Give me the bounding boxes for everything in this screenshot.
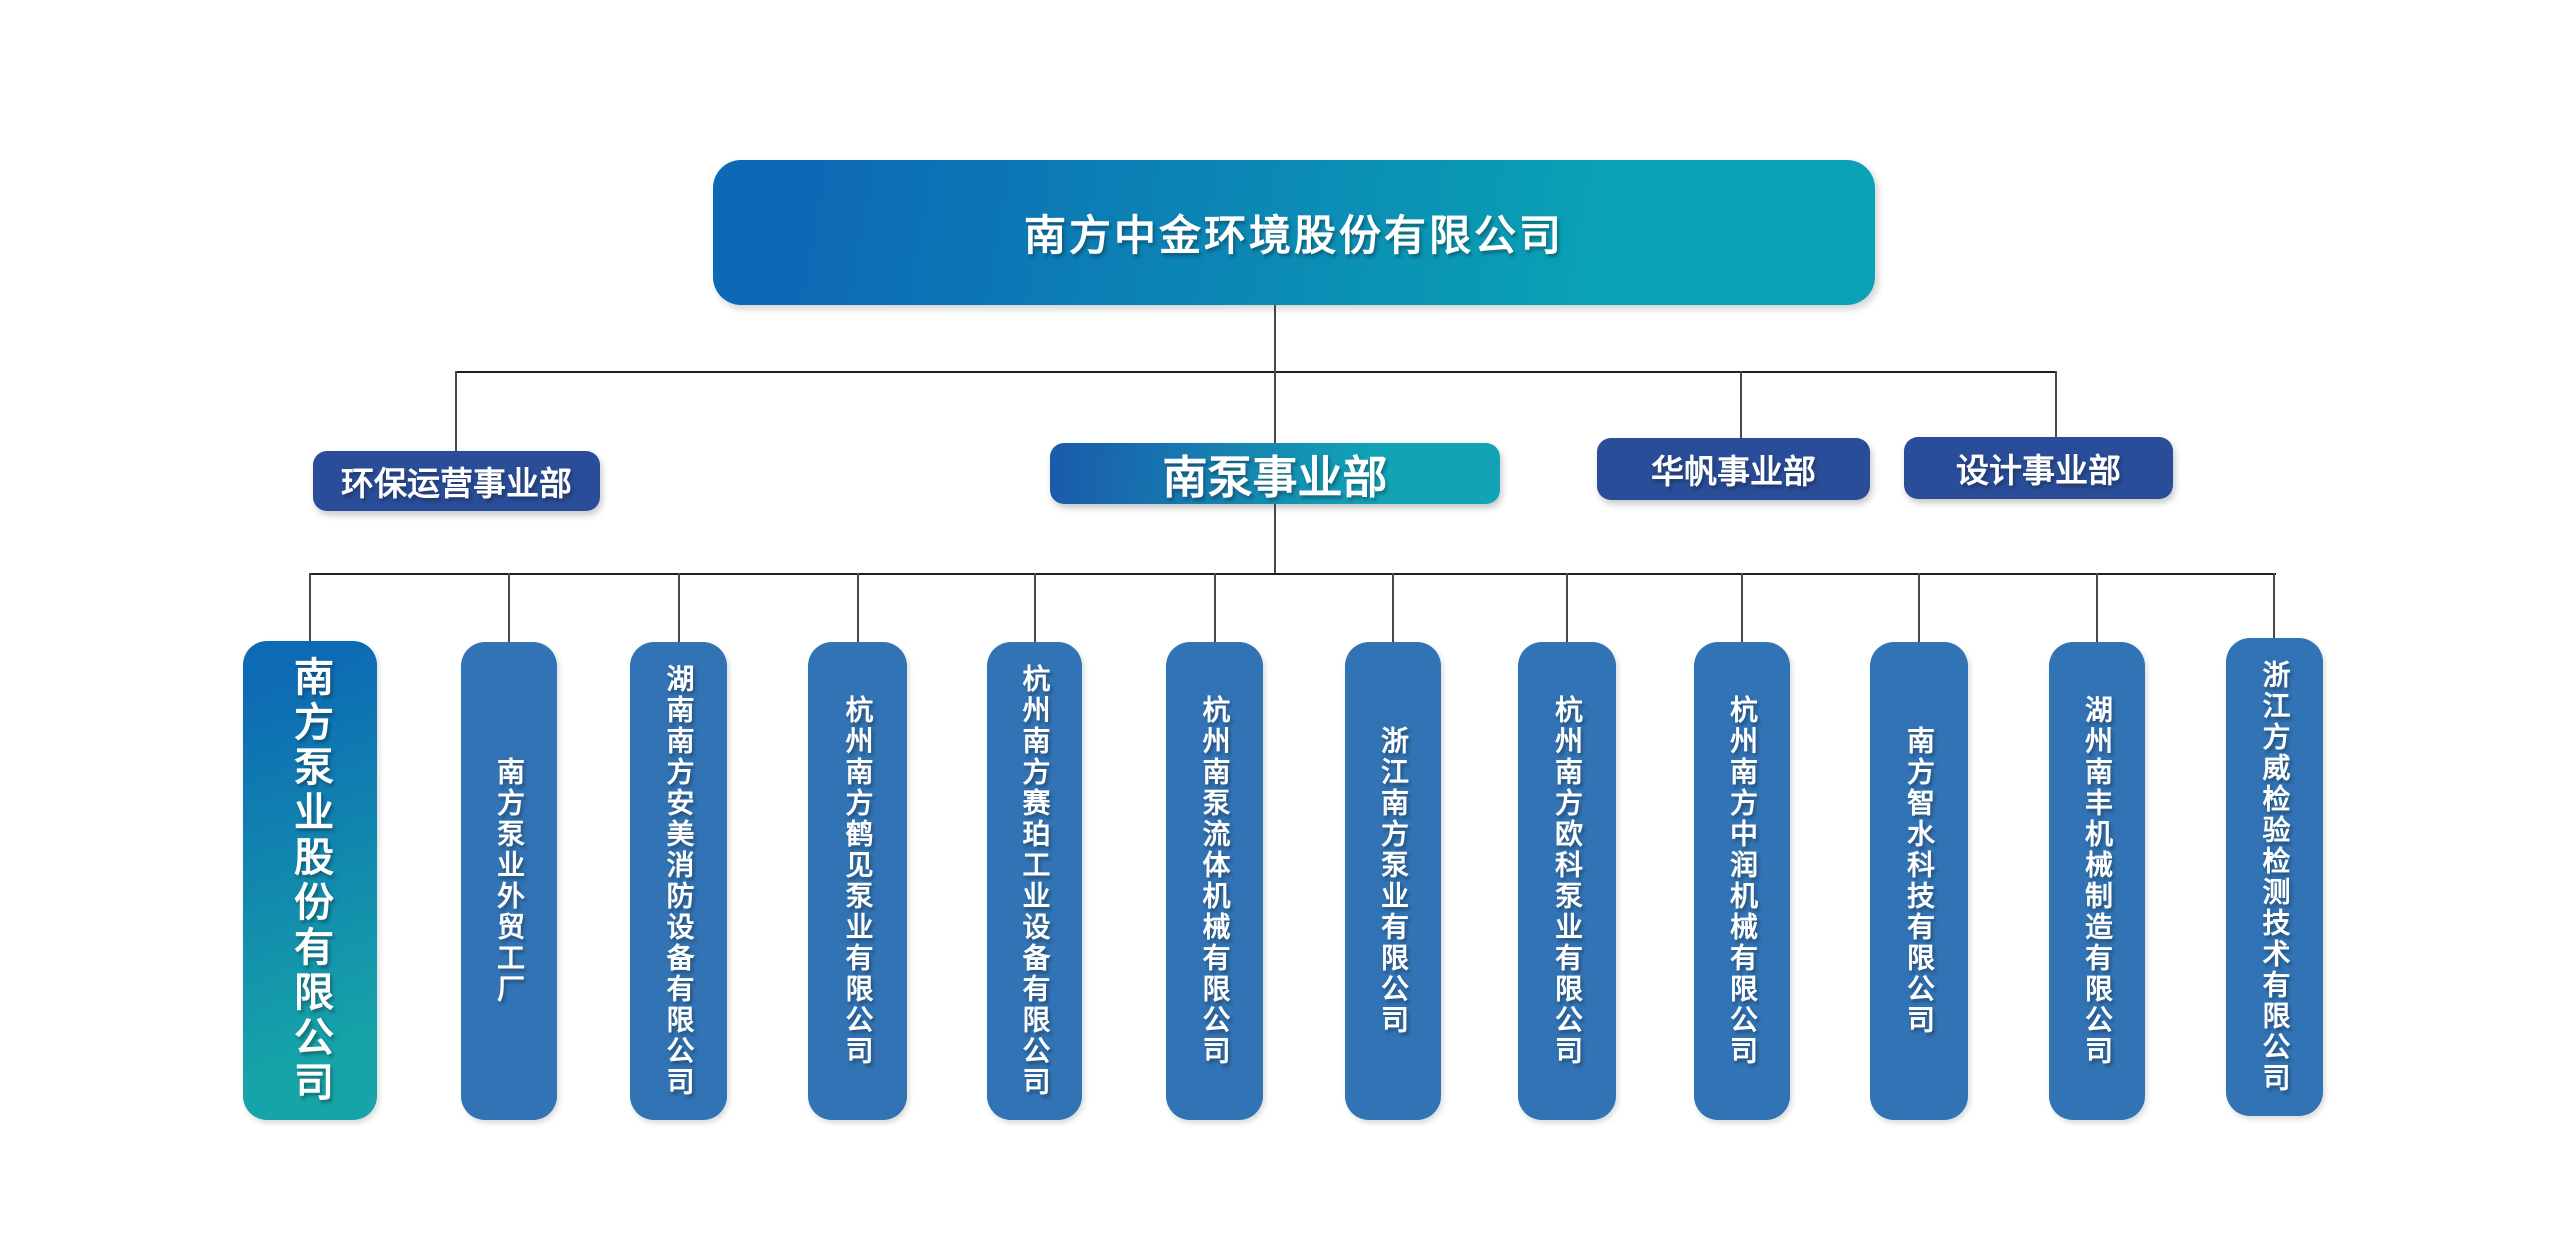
subsidiary-label: 南方泵业外贸工厂 xyxy=(493,757,526,1005)
connector-drop-sub-6 xyxy=(1214,573,1216,643)
connector-drop-nanbeng xyxy=(1274,371,1276,444)
connector-drop-sub-10 xyxy=(1918,573,1920,643)
connector-drop-sub-2 xyxy=(508,573,510,643)
subsidiary-box-ouke-bengye: 杭州南方欧科泵业有限公司 xyxy=(1518,642,1616,1120)
connector-drop-sub-3 xyxy=(678,573,680,643)
connector-subsidiary-rail xyxy=(310,573,2276,575)
subsidiary-box-nanbeng-liuti: 杭州南泵流体机械有限公司 xyxy=(1166,642,1263,1120)
connector-nanbeng-stem xyxy=(1274,504,1276,573)
division-box-huanbao-yunying: 环保运营事业部 xyxy=(313,451,600,511)
subsidiary-label: 湖南南方安美消防设备有限公司 xyxy=(662,664,696,1098)
division-label: 环保运营事业部 xyxy=(341,464,572,503)
connector-drop-sub-5 xyxy=(1034,573,1036,643)
subsidiary-box-zhishui-keji: 南方智水科技有限公司 xyxy=(1870,642,1968,1120)
connector-drop-sub-1 xyxy=(309,573,311,643)
subsidiary-box-saipo-gongye: 杭州南方赛珀工业设备有限公司 xyxy=(987,642,1082,1120)
division-label: 华帆事业部 xyxy=(1651,452,1816,491)
subsidiary-label: 浙江南方泵业有限公司 xyxy=(1377,726,1410,1036)
connector-drop-huafan xyxy=(1740,371,1742,439)
connector-drop-sub-4 xyxy=(857,573,859,643)
subsidiary-label: 杭州南方欧科泵业有限公司 xyxy=(1551,695,1584,1067)
division-box-nanbeng: 南泵事业部 xyxy=(1050,443,1500,504)
connector-drop-sub-12 xyxy=(2273,573,2275,643)
subsidiary-box-zhongrun-jixie: 杭州南方中润机械有限公司 xyxy=(1694,642,1790,1120)
connector-drop-sub-11 xyxy=(2096,573,2098,643)
subsidiary-label: 湖州南丰机械制造有限公司 xyxy=(2081,695,2114,1067)
root-company-label: 南方中金环境股份有限公司 xyxy=(1023,211,1564,260)
connector-drop-sheji xyxy=(2055,371,2057,438)
subsidiary-box-nanfeng-jixie: 湖州南丰机械制造有限公司 xyxy=(2049,642,2145,1120)
subsidiary-label: 杭州南方鹤见泵业有限公司 xyxy=(841,695,875,1067)
connector-root-stem xyxy=(1274,305,1276,372)
division-box-sheji: 设计事业部 xyxy=(1904,437,2173,499)
subsidiary-box-hejian-bengye: 杭州南方鹤见泵业有限公司 xyxy=(808,642,907,1120)
subsidiary-box-waimao-gongchang: 南方泵业外贸工厂 xyxy=(461,642,557,1120)
subsidiary-box-fangwei-jianyan: 浙江方威检验检测技术有限公司 xyxy=(2226,638,2323,1116)
division-label: 设计事业部 xyxy=(1956,451,2121,490)
subsidiary-label: 南方智水科技有限公司 xyxy=(1903,726,1936,1036)
connector-drop-sub-7 xyxy=(1392,573,1394,643)
subsidiary-label: 杭州南方赛珀工业设备有限公司 xyxy=(1018,664,1052,1098)
division-label: 南泵事业部 xyxy=(1162,451,1388,504)
subsidiary-box-zhejiang-nanfang: 浙江南方泵业有限公司 xyxy=(1345,642,1441,1120)
subsidiary-box-anmei-xiaofang: 湖南南方安美消防设备有限公司 xyxy=(630,642,727,1120)
connector-drop-huanbao xyxy=(455,371,457,452)
subsidiary-box-nanfang-bengye: 南方泵业股份有限公司 xyxy=(243,641,377,1120)
root-company-box: 南方中金环境股份有限公司 xyxy=(713,160,1875,305)
connector-drop-sub-9 xyxy=(1741,573,1743,643)
subsidiary-label: 杭州南方中润机械有限公司 xyxy=(1726,695,1759,1067)
division-box-huafan: 华帆事业部 xyxy=(1597,438,1870,500)
subsidiary-label: 浙江方威检验检测技术有限公司 xyxy=(2258,660,2292,1094)
connector-drop-sub-8 xyxy=(1566,573,1568,643)
connector-division-rail xyxy=(455,371,2057,373)
subsidiary-label: 杭州南泵流体机械有限公司 xyxy=(1198,695,1232,1067)
subsidiary-label: 南方泵业股份有限公司 xyxy=(287,655,333,1106)
